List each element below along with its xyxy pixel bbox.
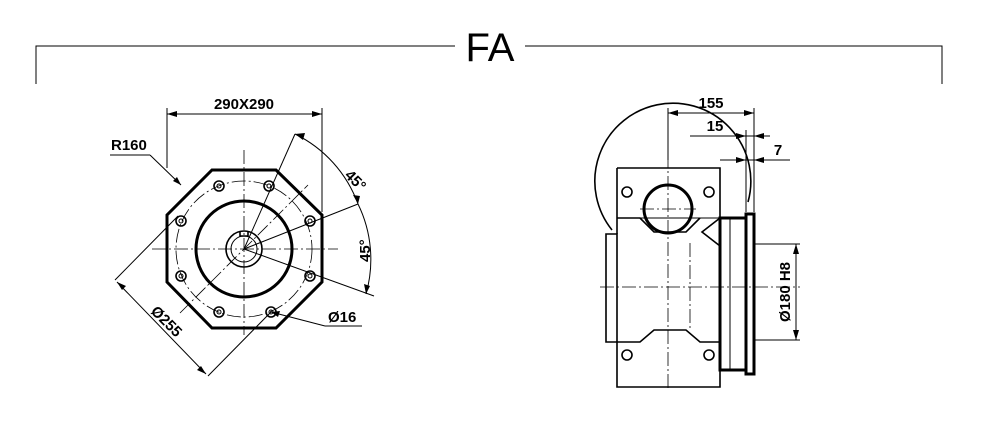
flange-outline (165, 168, 324, 330)
hole-dimension: Ø16 (328, 309, 356, 326)
output-flange (718, 216, 748, 372)
side-view: 155 15 7 Ø180 H8 (594, 95, 800, 390)
housing-body (605, 167, 721, 388)
overall-dimension: 155 (698, 95, 723, 112)
radius-dimension: R160 (111, 137, 147, 154)
spigot-dimension: 7 (774, 142, 782, 159)
square-dimension: 290X290 (214, 96, 274, 113)
front-view: 290X290 R160 45° 45° Ø255 Ø16 (110, 96, 375, 377)
bore-dimension: Ø180 H8 (777, 262, 794, 322)
angle-top: 45° (341, 167, 369, 195)
drawing-title: FA (466, 26, 515, 70)
pcd-dimension: Ø255 (147, 303, 185, 341)
title-frame: FA (35, 26, 943, 84)
angle-side: 45° (357, 239, 374, 262)
flange-dimension: 15 (707, 118, 724, 135)
